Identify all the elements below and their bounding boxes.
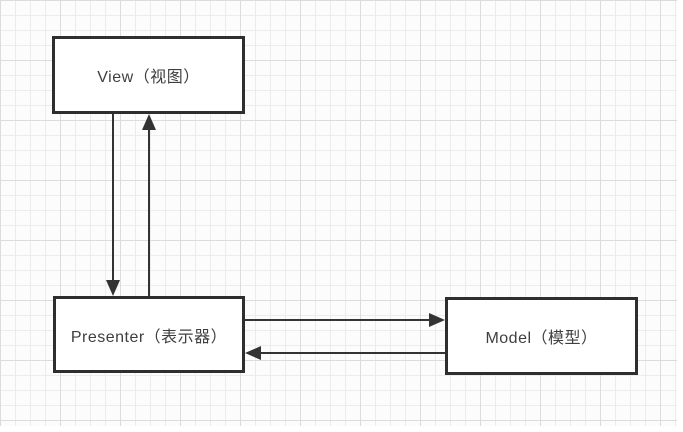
node-model: Model（模型） [445,297,638,375]
node-model-label: Model（模型） [485,330,598,347]
node-view-label: View（视图） [97,69,200,86]
edge-presenter-to-model-line [245,319,429,321]
arrowhead-left-icon [245,346,261,360]
node-presenter: Presenter（表示器） [53,296,245,373]
node-view: View（视图） [52,36,245,114]
edge-presenter-to-view-line [148,130,150,296]
edge-model-to-presenter-line [261,352,445,354]
edge-view-to-presenter-line [112,114,114,282]
node-presenter-label: Presenter（表示器） [70,328,228,346]
arrowhead-right-icon [429,313,445,327]
arrowhead-up-icon [142,114,156,130]
arrowhead-down-icon [106,280,120,296]
